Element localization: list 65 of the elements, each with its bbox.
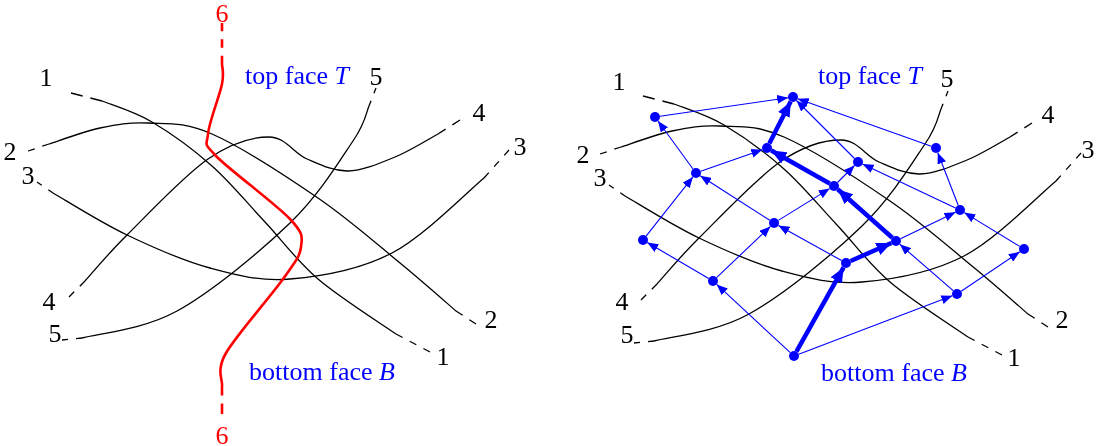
face-label: top face T — [245, 63, 349, 89]
line-number: 2 — [576, 142, 590, 168]
arrow — [798, 295, 953, 355]
face-label: bottom face B — [821, 360, 967, 386]
line-number: 5 — [620, 322, 634, 348]
arrow — [794, 266, 846, 353]
vertex-dot — [769, 218, 779, 228]
arrow — [657, 120, 694, 170]
line-number: 4 — [615, 289, 629, 315]
arrow — [699, 175, 771, 221]
vertex-dot — [650, 112, 660, 122]
vertex-dot — [891, 236, 901, 246]
arrow — [836, 187, 894, 240]
arrow — [777, 224, 843, 262]
arrow — [645, 176, 694, 237]
arrow — [770, 148, 831, 186]
vertex-dot — [853, 157, 863, 167]
line-number: 2 — [3, 139, 17, 165]
face-label: bottom face B — [249, 359, 395, 385]
line-number: 3 — [21, 163, 35, 189]
arrow — [777, 188, 831, 221]
line-number: 3 — [513, 134, 527, 160]
vertex-dot — [841, 258, 851, 268]
vertex-dot — [955, 205, 965, 215]
line-number: 4 — [472, 100, 486, 126]
line-number: 3 — [1081, 137, 1095, 163]
arrow — [797, 98, 932, 147]
arrow — [767, 100, 793, 145]
vertex-dot — [1019, 244, 1029, 254]
arrow — [836, 164, 856, 184]
line-number: 1 — [612, 69, 626, 95]
vertex-dot — [952, 289, 962, 299]
arrow — [659, 94, 789, 117]
arrow — [861, 163, 957, 209]
arrow — [716, 283, 791, 354]
line-number: 5 — [369, 64, 383, 90]
line-number: 4 — [42, 289, 56, 315]
line-number: 2 — [484, 307, 498, 333]
arrow — [960, 251, 1021, 292]
vertex-dot — [829, 181, 839, 191]
arrow — [700, 149, 763, 172]
arrow — [899, 211, 957, 240]
line-number: 6 — [215, 1, 229, 27]
line-number: 6 — [215, 423, 229, 446]
line-number: 1 — [1007, 345, 1021, 371]
arrow — [963, 212, 1021, 247]
line-number: 3 — [593, 165, 607, 191]
arrow — [937, 152, 959, 206]
vertex-dot — [762, 143, 772, 153]
arrow — [899, 243, 954, 292]
vertex-dot — [638, 235, 648, 245]
line-number: 2 — [1055, 307, 1069, 333]
line-number: 1 — [39, 65, 53, 91]
arrow — [849, 240, 893, 264]
line-number: 5 — [48, 321, 62, 347]
vertex-dot — [691, 168, 701, 178]
arrow — [795, 99, 856, 160]
face-label: top face T — [818, 63, 922, 89]
line-number: 4 — [1041, 102, 1055, 128]
arrow — [716, 225, 771, 279]
vertex-dot — [931, 143, 941, 153]
arrow — [646, 241, 710, 280]
line-number: 5 — [940, 66, 954, 92]
line-number: 1 — [436, 344, 450, 370]
vertex-dot — [708, 276, 718, 286]
